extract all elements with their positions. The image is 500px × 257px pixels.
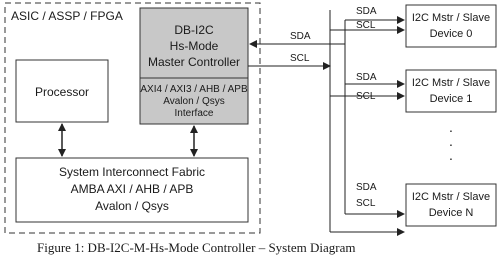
controller-title-line-1: DB-I2C xyxy=(174,23,214,37)
controller-title-line-2: Hs-Mode xyxy=(170,39,219,53)
processor-block xyxy=(15,59,109,123)
device-1-block xyxy=(405,69,497,113)
controller-interface-line-3: Interface xyxy=(175,108,214,119)
fabric-line-3: Avalon / Qsys xyxy=(95,199,169,213)
device-1-line-2: Device 1 xyxy=(430,93,473,105)
controller-interface-line-2: Avalon / Qsys xyxy=(163,96,225,107)
sda-label-device-1: SDA xyxy=(356,72,377,83)
controller-interface-line-1: AXI4 / AXI3 / AHB / APB xyxy=(140,84,248,95)
device-0-block xyxy=(405,4,497,48)
sda-main-label: SDA xyxy=(290,31,311,42)
scl-label-device-n: SCL xyxy=(356,198,376,209)
fabric-line-1: System Interconnect Fabric xyxy=(59,165,205,179)
ellipsis-dot-3: . xyxy=(449,147,453,163)
scl-main-label: SCL xyxy=(290,53,310,64)
asic-boundary xyxy=(4,2,261,234)
controller-title-line-3: Master Controller xyxy=(148,55,240,69)
fabric-block xyxy=(15,157,249,223)
sda-label-device-0: SDA xyxy=(356,6,377,17)
asic-label: ASIC / ASSP / FPGA xyxy=(11,9,123,23)
device-0-line-1: I2C Mstr / Slave xyxy=(412,12,490,24)
device-0-line-2: Device 0 xyxy=(430,28,473,40)
ellipsis-dot-1: . xyxy=(449,119,453,135)
fabric-line-2: AMBA AXI / AHB / APB xyxy=(71,182,194,196)
processor-label: Processor xyxy=(35,85,89,99)
device-n-line-2: Device N xyxy=(429,207,474,219)
ellipsis-dot-2: . xyxy=(449,133,453,149)
device-n-line-1: I2C Mstr / Slave xyxy=(412,191,490,203)
device-n-block xyxy=(405,183,497,227)
controller-block xyxy=(139,7,249,125)
scl-label-device-0: SCL xyxy=(356,20,376,31)
scl-label-device-1: SCL xyxy=(356,91,376,102)
device-1-line-1: I2C Mstr / Slave xyxy=(412,77,490,89)
figure-caption: Figure 1: DB-I2C-M-Hs-Mode Controller – … xyxy=(37,240,355,255)
sda-label-device-n: SDA xyxy=(356,182,377,193)
